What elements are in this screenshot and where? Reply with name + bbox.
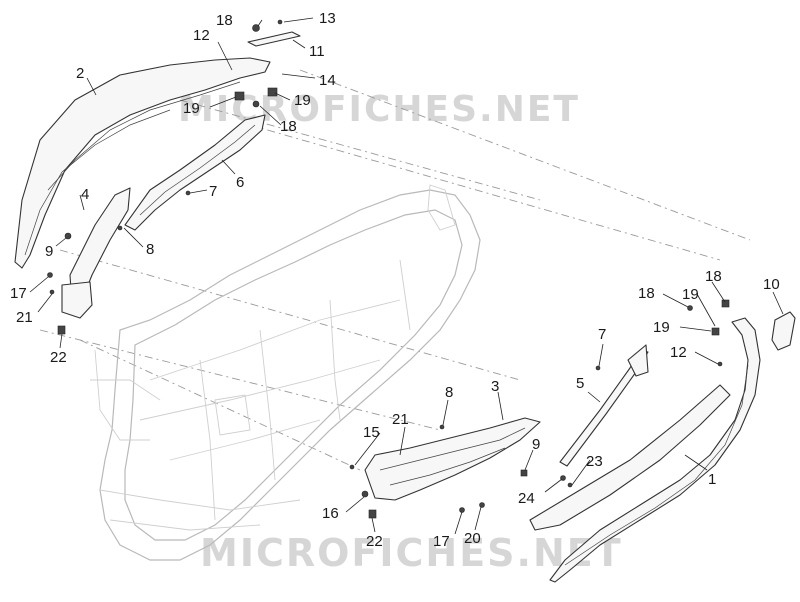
part-11-bracket: [247, 31, 301, 47]
callout-1: 1: [708, 471, 716, 488]
callout-9-left: 9: [45, 243, 53, 260]
callout-8-left: 8: [146, 241, 154, 258]
callout-12-right: 12: [670, 344, 687, 361]
scooter-frame: [90, 184, 481, 561]
part-4-left-bracket: [61, 187, 131, 319]
callout-7-left: 7: [209, 183, 217, 200]
part-3-side-panel: [364, 417, 541, 501]
callout-3: 3: [491, 378, 499, 395]
part-5-strut: [559, 344, 649, 467]
callout-16: 16: [322, 505, 339, 522]
callout-2: 2: [76, 65, 84, 82]
callout-19-left: 19: [183, 100, 200, 117]
callout-18-right2: 18: [705, 268, 722, 285]
part-1-right-lower-cover: [529, 317, 761, 583]
part-10-plate: [771, 311, 796, 351]
watermark-bottom: MICROFICHES.NET: [200, 531, 623, 575]
callout-23: 23: [586, 453, 603, 470]
callout-18-top: 18: [216, 12, 233, 29]
callout-12-top: 12: [193, 27, 210, 44]
callout-4: 4: [81, 186, 89, 203]
callout-14: 14: [319, 72, 336, 89]
callout-9-right: 9: [532, 436, 540, 453]
callout-15: 15: [363, 424, 380, 441]
assembly-lines: [39, 69, 751, 471]
callout-19-right2: 19: [653, 319, 670, 336]
hardware: [47, 19, 730, 519]
part-2-left-upper-cover: [14, 57, 271, 269]
callout-11: 11: [309, 43, 325, 60]
callout-24: 24: [518, 490, 535, 507]
part-6-inner-rail: [124, 114, 266, 231]
callout-18-right1: 18: [638, 285, 655, 302]
leader-lines: [29, 17, 784, 535]
callout-21-mid: 21: [392, 411, 409, 428]
callout-labels: 1 2 3 4 5 6 7 7 8 8 9 9 10 11 12 12 13 1…: [10, 10, 780, 550]
callout-8-mid: 8: [445, 384, 453, 401]
callout-17-bottom: 17: [433, 533, 450, 550]
callout-18-mid: 18: [280, 118, 297, 135]
callout-10: 10: [763, 276, 780, 293]
callout-6: 6: [236, 174, 244, 191]
callout-21-left: 21: [16, 309, 33, 326]
callout-19-right1: 19: [682, 286, 699, 303]
callout-20: 20: [464, 530, 481, 547]
callout-19-mid: 19: [294, 92, 311, 109]
callout-5: 5: [576, 375, 584, 392]
callout-22-bottom: 22: [366, 533, 383, 550]
callout-17-left: 17: [10, 285, 27, 302]
callout-22-left: 22: [50, 349, 67, 366]
callout-13: 13: [319, 10, 336, 27]
callout-7-right: 7: [598, 326, 606, 343]
